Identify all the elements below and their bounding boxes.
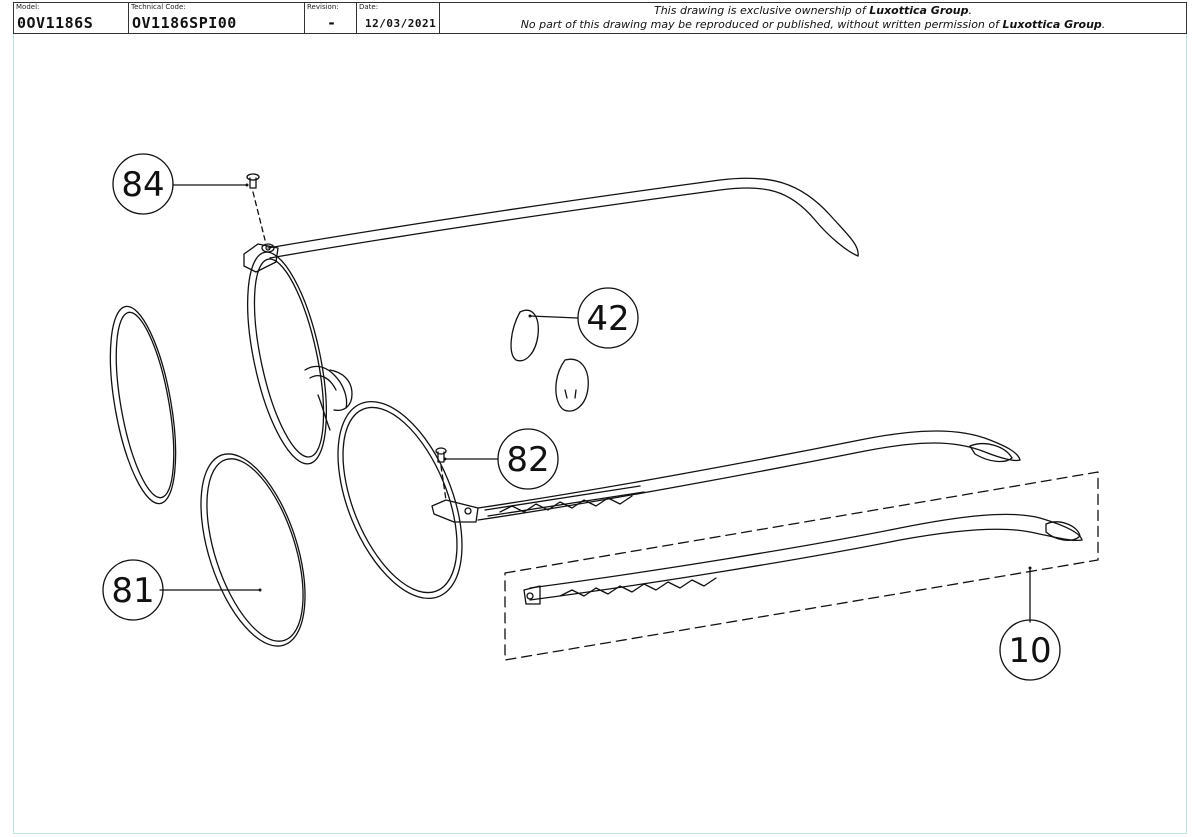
date-value: 12/03/2021 <box>365 17 437 30</box>
nose-pad-part-42 <box>510 309 589 412</box>
callout-10-label: 10 <box>1008 631 1051 671</box>
title-block: Model: 0OV1186S Technical Code: OV1186SP… <box>13 2 1187 34</box>
notice-line-1-end: . <box>968 4 973 17</box>
ownership-notice: This drawing is exclusive ownership of L… <box>440 3 1186 33</box>
lens-part-81 <box>200 453 306 647</box>
screw-part-84 <box>246 173 266 241</box>
temple-part-10 <box>504 471 1099 661</box>
notice-line-2-company: Luxottica Group <box>1002 18 1102 31</box>
date-cell: Date: 12/03/2021 <box>357 3 440 33</box>
notice-line-1-text: This drawing is exclusive ownership of <box>653 4 870 17</box>
back-temple <box>267 177 859 259</box>
date-label: Date: <box>359 3 379 11</box>
front-hinge <box>431 499 479 523</box>
callout-81-circle <box>102 559 164 621</box>
callout-84-label: 84 <box>121 165 164 205</box>
front-temple <box>477 430 1021 521</box>
callout-42-label: 42 <box>586 299 629 339</box>
callout-82-circle <box>497 428 559 490</box>
back-rim <box>247 251 327 465</box>
callout-10-circle <box>999 619 1061 681</box>
screw-part-82 <box>435 447 447 501</box>
revision-label: Revision: <box>307 3 339 11</box>
notice-line-1-company: Luxottica Group <box>869 4 969 17</box>
bridge <box>304 365 353 431</box>
technical-code-cell: Technical Code: OV1186SPI00 <box>129 3 305 33</box>
revision-cell: Revision: - <box>305 3 357 33</box>
lens-back <box>109 305 177 505</box>
model-label: Model: <box>16 3 40 11</box>
model-value: 0OV1186S <box>17 14 94 32</box>
leader-lines <box>159 184 1031 623</box>
notice-line-2-end: . <box>1101 18 1106 31</box>
technical-code-label: Technical Code: <box>131 3 186 11</box>
notice-line-2: No part of this drawing may be reproduce… <box>440 18 1186 32</box>
callout-84-circle <box>112 153 174 215</box>
front-rim <box>337 400 463 600</box>
revision-value: - <box>327 14 337 32</box>
callout-81-label: 81 <box>111 571 154 611</box>
model-cell: Model: 0OV1186S <box>14 3 129 33</box>
callout-42-circle <box>577 287 639 349</box>
notice-line-2-text: No part of this drawing may be reproduce… <box>520 18 1003 31</box>
technical-code-value: OV1186SPI00 <box>132 14 237 32</box>
callout-82-label: 82 <box>506 440 549 480</box>
notice-line-1: This drawing is exclusive ownership of L… <box>440 4 1186 18</box>
